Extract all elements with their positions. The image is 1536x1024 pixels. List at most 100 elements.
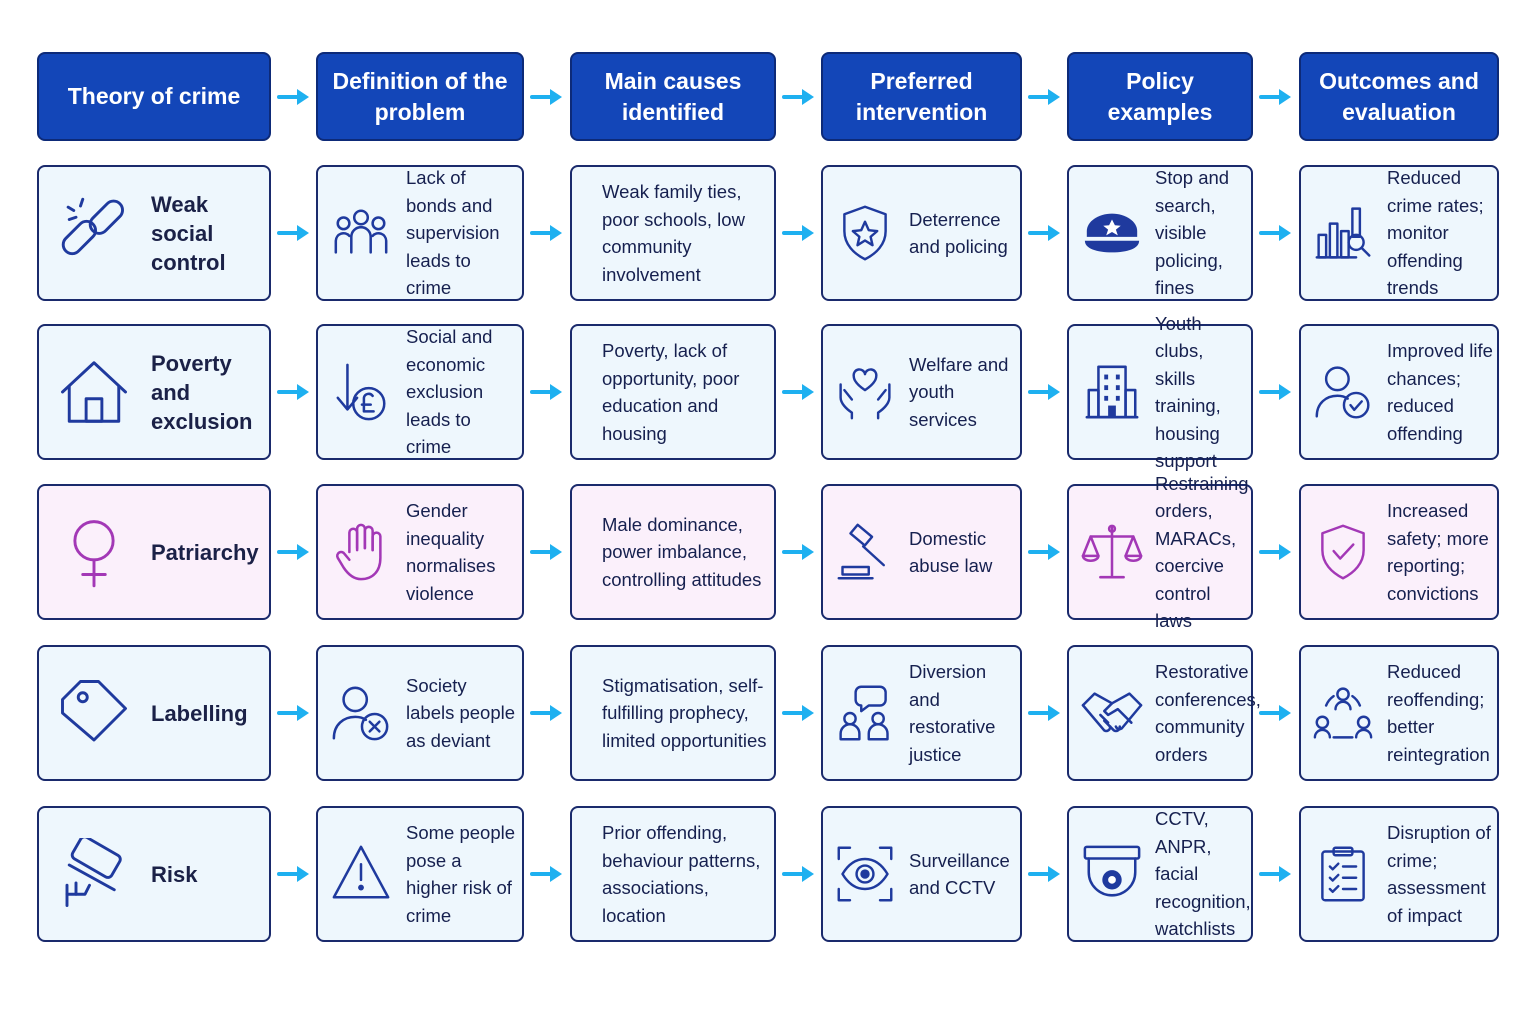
flow-arrow-27: [781, 863, 816, 885]
scales-icon: [1069, 521, 1149, 583]
header-main-causes: Main causes identified: [570, 52, 776, 141]
policy-text: Youth clubs, skills training, housing su…: [1155, 312, 1221, 472]
flow-arrow-13: [1027, 381, 1062, 403]
causes-text: Weak family ties, poor schools, low comm…: [602, 181, 745, 285]
row-1-theory-cell: Weak social control: [37, 165, 271, 301]
header-label: Main causes identified: [604, 67, 742, 125]
theory-text: Poverty and exclusion: [151, 350, 253, 434]
definition-text: Lack of bonds and supervision leads to c…: [406, 167, 500, 299]
header-label: Definition of the problem: [332, 67, 508, 125]
broken-chain-icon: [39, 197, 141, 269]
row-3-intervention-cell: Domestic abuse law: [821, 484, 1022, 620]
header-preferred-intervention: Preferred intervention: [821, 52, 1022, 141]
header-theory-of-crime: Theory of crime: [37, 52, 271, 141]
outcome-text: Disruption of crime; assessment of impac…: [1387, 822, 1491, 926]
row-1-definition-cell: Lack of bonds and supervision leads to c…: [316, 165, 524, 301]
police-cap-icon: [1069, 202, 1149, 264]
flow-arrow-21: [530, 702, 564, 724]
flow-arrow-24: [1259, 702, 1293, 724]
theory-text: Risk: [151, 861, 198, 887]
row-3-definition-cell: Gender inequality normalises violence: [316, 484, 524, 620]
flow-arrow-4: [1259, 86, 1293, 108]
row-5-theory-cell: Risk: [37, 806, 271, 942]
theory-text: Weak social control: [151, 191, 226, 275]
row-4-outcome-cell: Reduced reoffending; better reintegratio…: [1299, 645, 1499, 781]
flow-arrow-14: [1259, 381, 1293, 403]
row-3-causes-cell: Male dominance, power imbalance, control…: [570, 484, 776, 620]
flow-arrow-5: [276, 222, 311, 244]
row-1-intervention-cell: Deterrence and policing: [821, 165, 1022, 301]
flow-arrow-29: [1259, 863, 1293, 885]
definition-text: Society labels people as deviant: [406, 674, 516, 751]
shield-check-icon: [1301, 522, 1379, 582]
row-2-definition-cell: Social and economic exclusion leads to c…: [316, 324, 524, 460]
row-1-policy-cell: Stop and search, visible policing, fines: [1067, 165, 1253, 301]
row-3-theory-cell: Patriarchy: [37, 484, 271, 620]
row-4-intervention-cell: Diversion and restorative justice: [821, 645, 1022, 781]
header-label: Outcomes and evaluation: [1319, 67, 1479, 125]
theory-text: Patriarchy: [151, 539, 259, 565]
outcome-text: Reduced reoffending; better reintegratio…: [1387, 661, 1490, 765]
building-icon: [1069, 361, 1149, 423]
row-4-policy-cell: Restorative conferences, community order…: [1067, 645, 1261, 781]
policy-text: Restraining orders, MARACs, coercive con…: [1155, 472, 1249, 632]
definition-text: Gender inequality normalises violence: [406, 500, 496, 604]
causes-text: Stigmatisation, self-fulfilling prophecy…: [602, 674, 767, 751]
header-definition: Definition of the problem: [316, 52, 524, 141]
causes-text: Prior offending, behaviour patterns, ass…: [602, 822, 761, 926]
person-x-icon: [318, 682, 398, 744]
flow-arrow-7: [781, 222, 816, 244]
row-4-theory-cell: Labelling: [37, 645, 271, 781]
row-2-causes-cell: Poverty, lack of opportunity, poor educa…: [570, 324, 776, 460]
flow-arrow-26: [530, 863, 564, 885]
row-1-causes-cell: Weak family ties, poor schools, low comm…: [570, 165, 776, 301]
row-3-policy-cell: Restraining orders, MARACs, coercive con…: [1067, 473, 1253, 631]
row-2-intervention-cell: Welfare and youth services: [821, 324, 1022, 460]
intervention-text: Surveillance and CCTV: [909, 849, 1010, 899]
flow-arrow-6: [530, 222, 564, 244]
policy-text: Restorative conferences, community order…: [1155, 661, 1261, 765]
policy-text: Stop and search, visible policing, fines: [1155, 167, 1230, 299]
outcome-text: Improved life chances; reduced offending: [1387, 340, 1493, 444]
row-2-theory-cell: Poverty and exclusion: [37, 324, 271, 460]
causes-text: Male dominance, power imbalance, control…: [602, 513, 762, 590]
hands-heart-icon: [823, 362, 901, 422]
handshake-icon: [1069, 682, 1149, 744]
theory-text: Labelling: [151, 700, 248, 726]
policy-text: CCTV, ANPR, facial recognition, watchlis…: [1155, 808, 1251, 940]
flow-arrow-20: [276, 702, 311, 724]
flow-arrow-10: [276, 381, 311, 403]
flow-arrow-18: [1027, 541, 1062, 563]
people-speech-icon: [823, 683, 901, 743]
definition-text: Social and economic exclusion leads to c…: [406, 326, 493, 458]
flow-arrow-11: [530, 381, 564, 403]
flow-arrow-8: [1027, 222, 1062, 244]
warning-triangle-icon: [318, 843, 398, 905]
flow-arrow-2: [781, 86, 816, 108]
cctv-camera-icon: [39, 838, 141, 910]
people-cycle-icon: [1301, 683, 1379, 743]
row-5-intervention-cell: Surveillance and CCTV: [821, 806, 1022, 942]
header-label: Preferred intervention: [855, 67, 988, 125]
row-3-outcome-cell: Increased safety; more reporting; convic…: [1299, 484, 1499, 620]
flow-arrow-25: [276, 863, 311, 885]
row-5-causes-cell: Prior offending, behaviour patterns, ass…: [570, 806, 776, 942]
row-2-outcome-cell: Improved life chances; reduced offending: [1299, 324, 1499, 460]
intervention-text: Deterrence and policing: [909, 208, 1008, 258]
row-4-definition-cell: Society labels people as deviant: [316, 645, 524, 781]
flow-arrow-19: [1259, 541, 1293, 563]
eye-scan-icon: [823, 844, 901, 904]
person-check-icon: [1301, 362, 1379, 422]
header-label: Theory of crime: [67, 83, 241, 109]
gavel-icon: [823, 522, 901, 582]
row-1-outcome-cell: Reduced crime rates; monitor offending t…: [1299, 165, 1499, 301]
row-5-policy-cell: CCTV, ANPR, facial recognition, watchlis…: [1067, 806, 1253, 942]
raised-hand-icon: [318, 521, 398, 583]
row-5-definition-cell: Some people pose a higher risk of crime: [316, 806, 524, 942]
flow-arrow-23: [1027, 702, 1062, 724]
house-icon: [39, 356, 141, 428]
flow-arrow-3: [1027, 86, 1062, 108]
dome-camera-icon: [1069, 843, 1149, 905]
tag-icon: [39, 677, 141, 749]
flow-arrow-17: [781, 541, 816, 563]
